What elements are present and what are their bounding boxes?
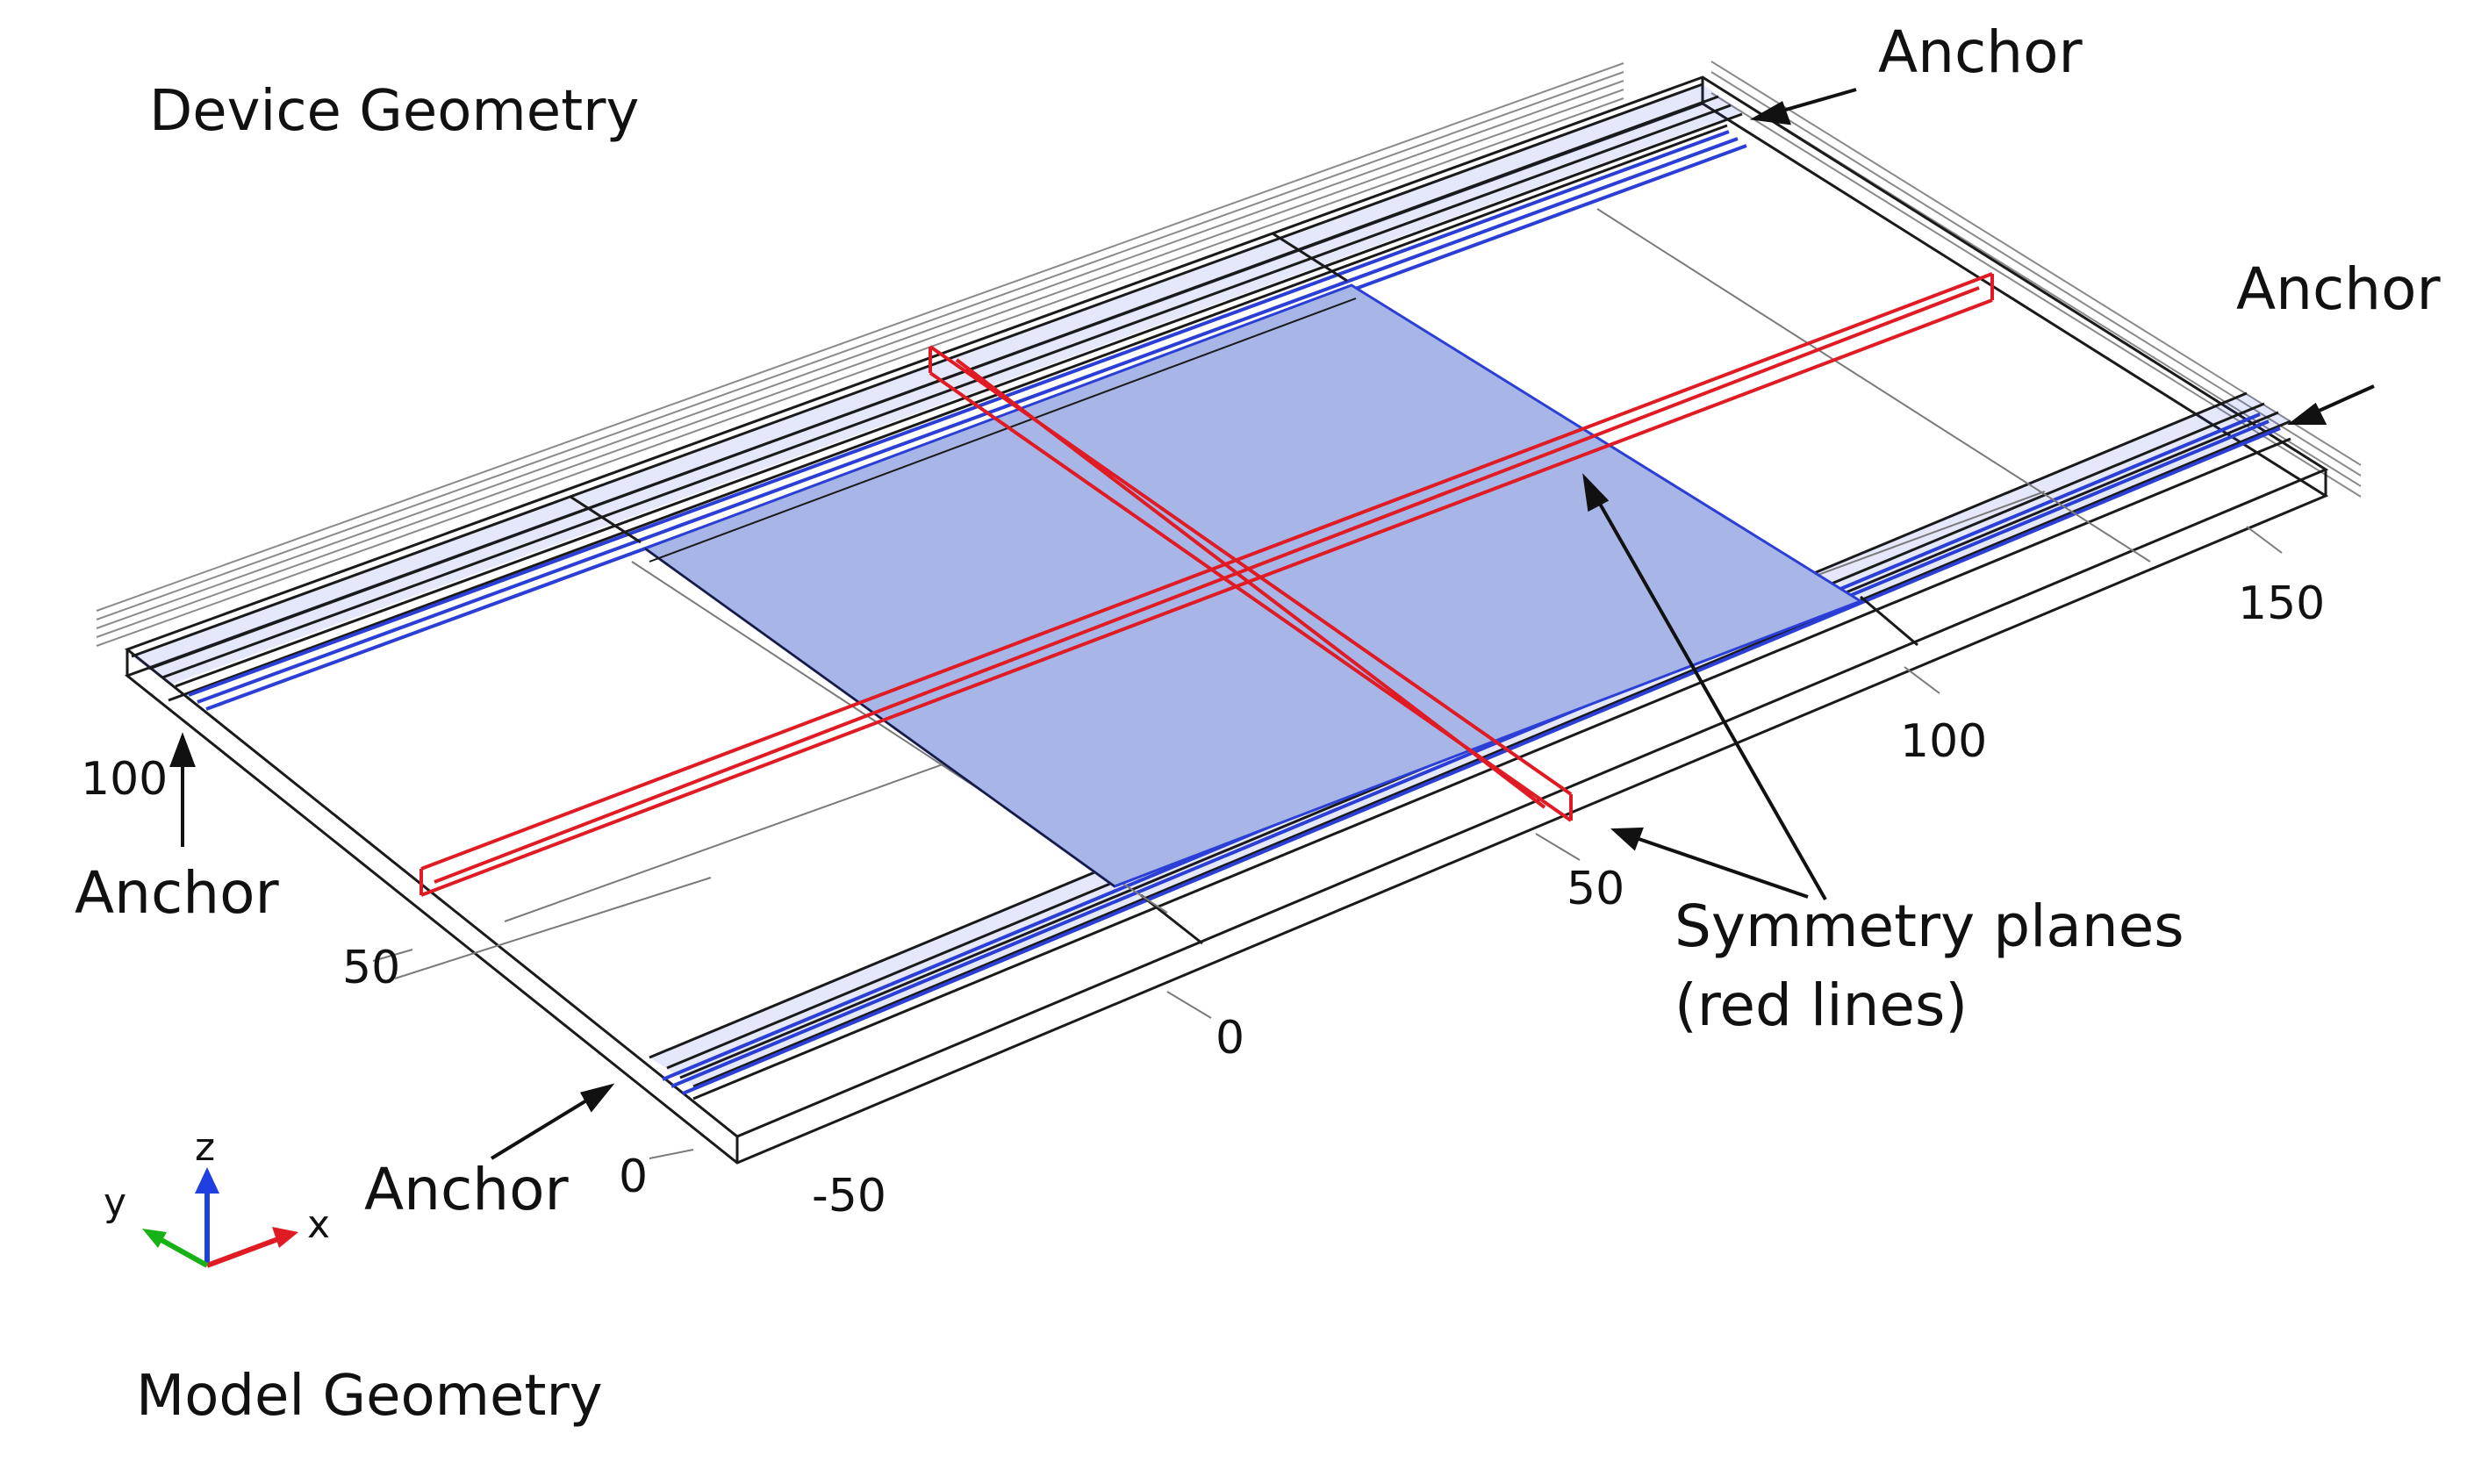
x-tick-label: 0	[1215, 1012, 1244, 1065]
anchor-label-right: Anchor	[2236, 255, 2441, 323]
symmetry-planes	[420, 272, 1994, 897]
symmetry-label-line2: (red lines)	[1674, 971, 1968, 1039]
anchor-label-top: Anchor	[1878, 18, 2083, 86]
anchor-label-left: Anchor	[75, 859, 279, 927]
triad-z-label: z	[195, 1125, 215, 1170]
axis-triad	[142, 1167, 298, 1268]
y-tick-label: 50	[342, 942, 400, 994]
anchor-label-bottom: Anchor	[364, 1156, 569, 1223]
x-tick-label: -50	[812, 1170, 886, 1222]
callout-arrows	[169, 88, 2375, 1160]
back-beam	[131, 82, 1747, 711]
triad-y-label: y	[104, 1180, 126, 1225]
anchor-hatch-right	[1710, 61, 2362, 498]
device-geometry-title: Device Geometry	[149, 79, 639, 144]
y-tick-label: 100	[81, 753, 168, 806]
triad-x-label: x	[307, 1202, 330, 1247]
symmetry-label-line1: Symmetry planes	[1674, 893, 2184, 960]
x-tick-label: 150	[2238, 577, 2325, 630]
anchor-hatch-back	[96, 62, 1624, 647]
model-geometry-title: Model Geometry	[136, 1364, 603, 1429]
y-tick-label: 0	[619, 1151, 648, 1203]
tick-leaders	[372, 526, 2283, 1159]
x-tick-label: 50	[1567, 863, 1624, 915]
x-tick-label: 100	[1900, 715, 1987, 768]
